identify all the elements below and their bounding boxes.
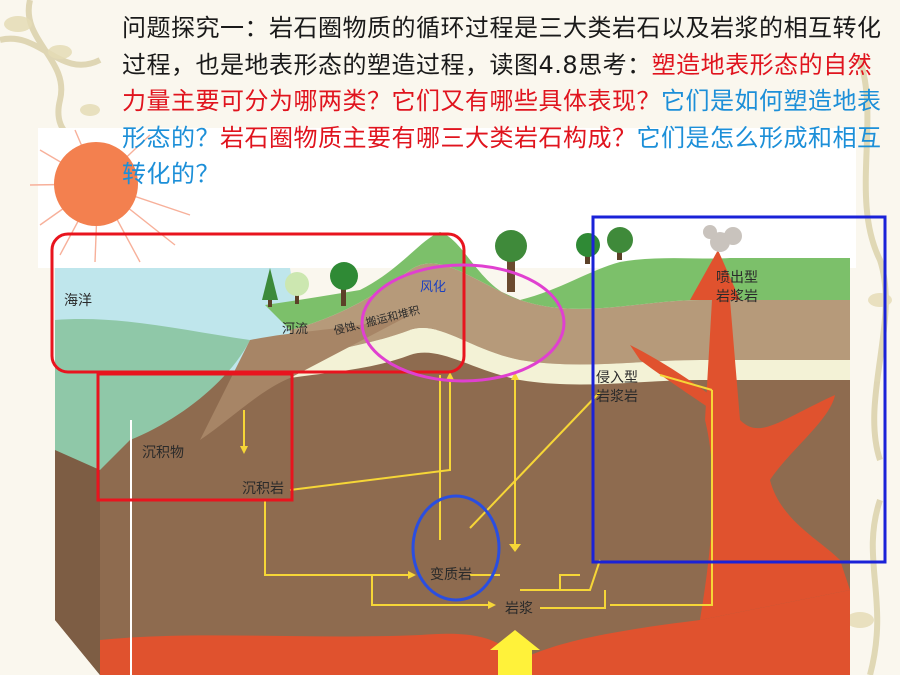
arrow-heads <box>240 372 521 609</box>
seabed <box>55 319 250 470</box>
label-metamorphic-rock: 变质岩 <box>430 567 472 583</box>
label-sediment: 沉积物 <box>142 445 184 461</box>
label-intrusive-2: 岩浆岩 <box>596 389 638 405</box>
label-river: 河流 <box>282 322 309 337</box>
volcano-smoke-icon <box>703 225 742 252</box>
label-sedimentary-rock: 沉积岩 <box>242 481 284 497</box>
highlight-magmatic-box <box>591 215 887 564</box>
question-transformation: 它们是怎么形成和相互转化的？ <box>122 123 882 189</box>
question-text: 问题探究一：岩石圈物质的循环过程是三大类岩石以及岩浆的相互转化过程，也是地表形态… <box>122 10 882 193</box>
rock-layer-mid <box>200 315 410 440</box>
earth-block <box>55 330 850 675</box>
magma-intrusion <box>700 300 850 620</box>
label-weathering: 风化 <box>420 280 447 295</box>
highlight-metamorphic-ellipse <box>411 494 501 602</box>
label-ocean: 海洋 <box>64 293 92 309</box>
highlight-sediment-box <box>96 372 294 502</box>
label-extrusive-1: 喷出型 <box>716 270 758 286</box>
question-forces: 塑造地表形态的自然力量主要可分为哪两类？它们又有哪些具体表现？ <box>122 50 873 116</box>
question-shaping: 它们是如何塑造地表形态的？ <box>122 87 882 152</box>
sun-icon <box>29 129 191 263</box>
tree-icon <box>262 227 633 307</box>
question-intro: 问题探究一：岩石圈物质的循环过程是三大类岩石以及岩浆的相互转化过程，也是地表形态… <box>122 14 882 79</box>
label-magma: 岩浆 <box>505 601 533 617</box>
highlight-ocean-box <box>50 232 466 374</box>
label-extrusive-2: 岩浆岩 <box>716 289 758 305</box>
highlight-weathering-ellipse <box>360 263 566 383</box>
label-intrusive-1: 侵入型 <box>596 370 638 386</box>
volcano <box>690 250 740 300</box>
cycle-arrows <box>243 374 713 609</box>
upward-arrow-icon <box>490 630 540 675</box>
magma-body <box>100 590 850 675</box>
land-surface <box>265 232 850 330</box>
question-rock-types: 岩石圈物质主要有哪三大类岩石构成？ <box>220 123 637 152</box>
